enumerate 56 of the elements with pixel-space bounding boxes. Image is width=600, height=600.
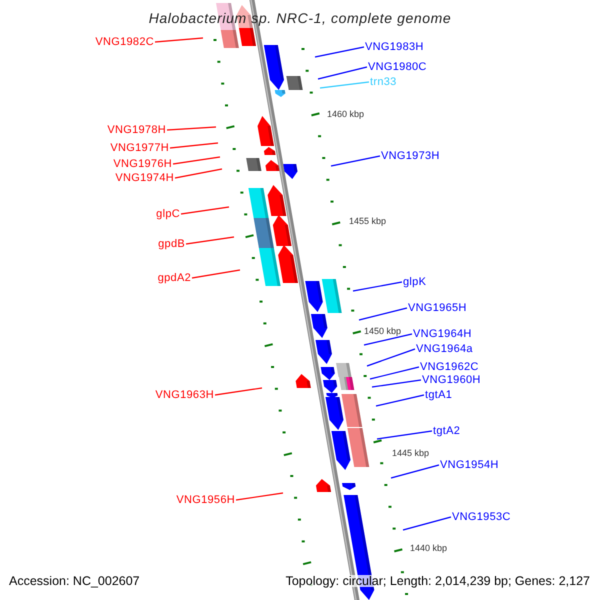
gene-label: VNG1983H [365, 41, 424, 53]
leader-line [166, 126, 216, 131]
gene-label: VNG1977H [110, 142, 169, 154]
gene-label: gpdA2 [158, 272, 191, 284]
gene-label: VNG1982C [95, 36, 154, 48]
leader-line [180, 206, 230, 215]
leader-line [174, 168, 222, 179]
leader-line [318, 66, 368, 80]
gene-label: tgtA2 [433, 425, 460, 437]
gene-label: VNG1960H [422, 374, 481, 386]
leader-line [214, 387, 262, 396]
gene-label: VNG1953C [452, 511, 511, 523]
tick-label: 1445 kbp [392, 447, 430, 459]
gene-label: VNG1965H [408, 302, 467, 314]
gene-label: glpC [156, 208, 180, 220]
gene-label: tgtA1 [425, 389, 452, 401]
gene-label: VNG1978H [107, 124, 166, 136]
leader-line [376, 430, 432, 440]
gene-label: VNG1956H [176, 494, 235, 506]
leader-line [236, 492, 284, 501]
leader-line [370, 366, 420, 380]
tick-label: 1440 kbp [410, 542, 448, 554]
leader-line [330, 155, 380, 167]
leader-line [372, 379, 422, 388]
leader-line [402, 516, 452, 531]
leader-line [154, 37, 204, 43]
gene-label: VNG1976H [113, 158, 172, 170]
leader-line [358, 307, 408, 321]
leader-line [170, 142, 218, 149]
gene-label: VNG1980C [368, 61, 427, 73]
tick-label: 1450 kbp [364, 325, 402, 337]
gene-label: VNG1974H [115, 172, 174, 184]
leader-line [376, 394, 424, 407]
gene-label: gpdB [158, 238, 185, 250]
leader-line [186, 236, 234, 245]
leader-line [172, 156, 220, 165]
leader-line [314, 46, 364, 58]
gene-label: glpK [403, 276, 426, 288]
gene-label: trn33 [370, 76, 397, 88]
footer-text: Accession: NC_002607 [9, 575, 140, 587]
gene-label: VNG1954H [440, 459, 499, 471]
gene-label: VNG1964a [416, 343, 473, 355]
gene-label: VNG1964H [413, 328, 472, 340]
leader-line [192, 269, 240, 279]
leader-line [364, 333, 412, 346]
title: Halobacterium sp. NRC-1, complete genome [148, 10, 452, 26]
tick-label: 1455 kbp [349, 215, 386, 227]
leader-line [390, 464, 440, 479]
leader-line [320, 81, 370, 89]
leader-line [366, 348, 416, 367]
tick-label: 1460 kbp [327, 108, 364, 120]
gene-label: VNG1962C [420, 361, 479, 373]
footer-text: Topology: circular; Length: 2,014,239 bp; Genes: 2,127 [286, 575, 590, 587]
gene-label: VNG1963H [155, 389, 214, 401]
gene-label: VNG1973H [381, 150, 440, 162]
leader-line [352, 281, 402, 292]
